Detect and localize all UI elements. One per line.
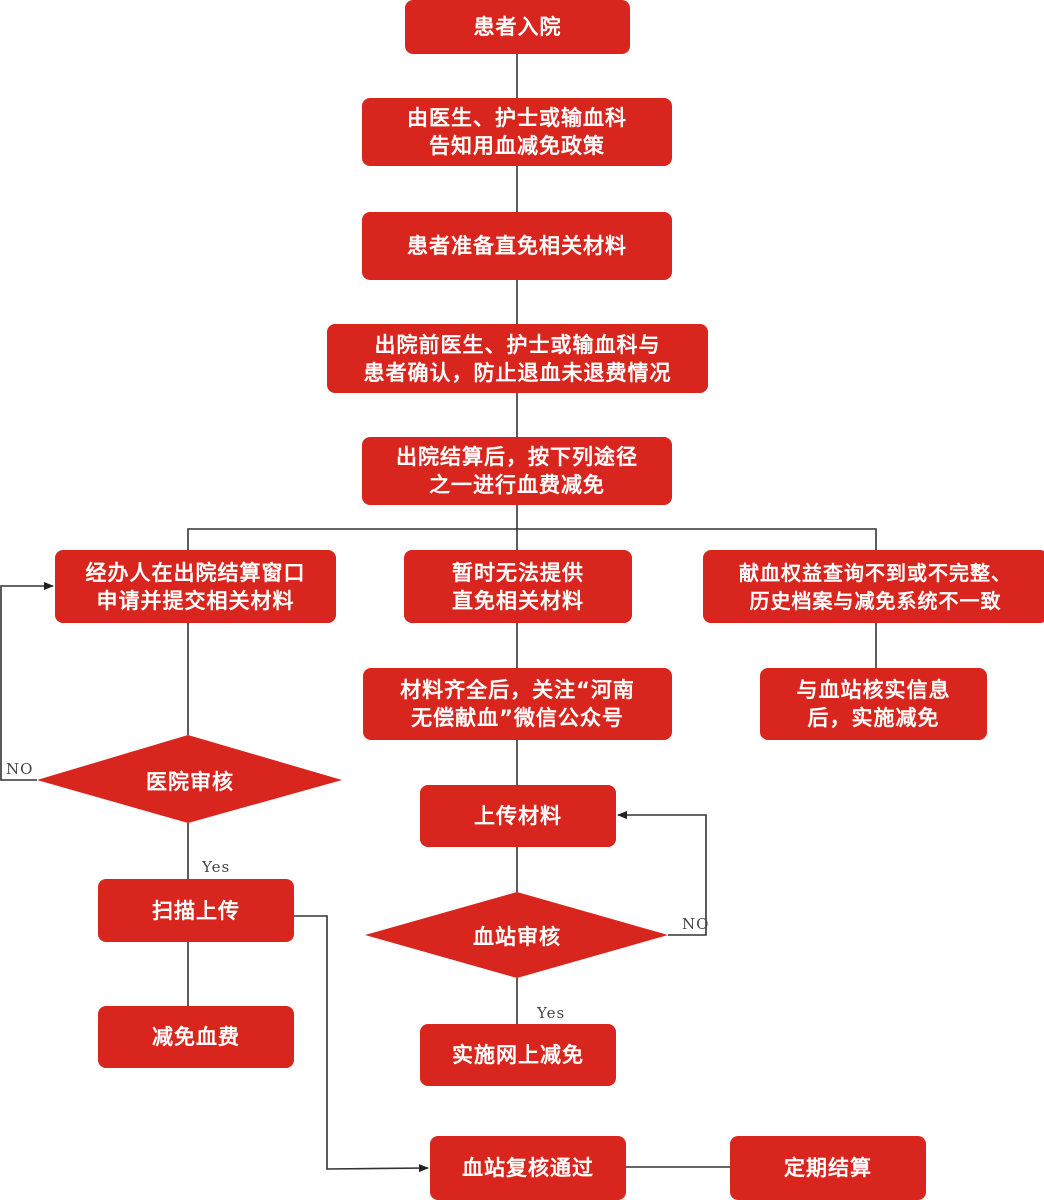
node-prepare-materials: 患者准备直免相关材料 xyxy=(362,212,672,280)
node-upload-materials: 上传材料 xyxy=(420,785,616,847)
node-text: 由医生、护士或输血科 xyxy=(407,106,627,130)
node-text: 之一进行血费减免 xyxy=(429,473,605,497)
node-text: 无偿献血”微信公众号 xyxy=(411,706,624,730)
node-confirm-before-discharge: 出院前医生、护士或输血科与 患者确认，防止退血未退费情况 xyxy=(327,324,708,393)
station-review-diamond xyxy=(365,892,668,978)
edge-label-station-yes: Yes xyxy=(537,1004,566,1022)
node-text: 血站复核通过 xyxy=(462,1156,594,1180)
edge-station-review-no xyxy=(617,811,707,936)
edge-label-hospital-no: NO xyxy=(6,760,34,778)
node-reduce-fee: 减免血费 xyxy=(98,1006,294,1068)
node-text: 定期结算 xyxy=(784,1156,872,1180)
node-text: 申请并提交相关材料 xyxy=(96,588,295,613)
hospital-review-label: 医院审核 xyxy=(146,770,234,794)
edge-scan-recheck xyxy=(294,915,429,1173)
node-online-reduction: 实施网上减免 xyxy=(420,1024,616,1086)
edge-label-hospital-yes: Yes xyxy=(202,858,231,876)
node-follow-wechat: 材料齐全后，关注“河南 无偿献血”微信公众号 xyxy=(363,668,672,740)
node-text: 暂时无法提供 xyxy=(452,560,584,585)
node-admission: 患者入院 xyxy=(405,0,630,54)
station-review-label: 血站审核 xyxy=(473,925,561,949)
node-rights-query-issue: 献血权益查询不到或不完整、 历史档案与减免系统不一致 xyxy=(703,550,1044,623)
node-agent-apply: 经办人在出院结算窗口 申请并提交相关材料 xyxy=(55,550,336,623)
edge-label-station-no: NO xyxy=(682,915,710,933)
node-text: 出院前医生、护士或输血科与 xyxy=(374,332,661,357)
node-text: 后，实施减免 xyxy=(807,706,940,730)
node-text: 与血站核实信息 xyxy=(796,678,951,702)
node-text: 患者确认，防止退血未退费情况 xyxy=(363,360,672,385)
node-scan-upload: 扫描上传 xyxy=(98,879,294,942)
node-cannot-provide: 暂时无法提供 直免相关材料 xyxy=(404,550,632,623)
node-text: 出院结算后，按下列途径 xyxy=(396,445,638,469)
node-text: 扫描上传 xyxy=(152,898,240,923)
node-station-recheck: 血站复核通过 xyxy=(430,1136,626,1200)
node-text: 患者入院 xyxy=(473,15,562,39)
node-text: 历史档案与减免系统不一致 xyxy=(749,588,1002,613)
node-text: 直免相关材料 xyxy=(452,588,584,613)
edge-hospital-review-no xyxy=(0,582,54,781)
node-text: 实施网上减免 xyxy=(452,1043,584,1067)
node-inform-policy: 由医生、护士或输血科 告知用血减免政策 xyxy=(362,98,672,166)
node-text: 材料齐全后，关注“河南 xyxy=(400,678,635,702)
node-text: 献血权益查询不到或不完整、 xyxy=(739,560,1012,585)
node-text: 上传材料 xyxy=(474,804,562,828)
node-periodic-settlement: 定期结算 xyxy=(730,1136,926,1200)
node-text: 患者准备直免相关材料 xyxy=(407,234,627,258)
node-text: 告知用血减免政策 xyxy=(429,134,605,158)
edge-branch-bus xyxy=(187,528,877,550)
node-text: 经办人在出院结算窗口 xyxy=(85,560,306,585)
hospital-review-diamond xyxy=(37,735,342,823)
node-text: 减免血费 xyxy=(152,1025,240,1049)
node-verify-with-station: 与血站核实信息 后，实施减免 xyxy=(760,668,987,740)
node-after-settlement: 出院结算后，按下列途径 之一进行血费减免 xyxy=(362,437,672,505)
